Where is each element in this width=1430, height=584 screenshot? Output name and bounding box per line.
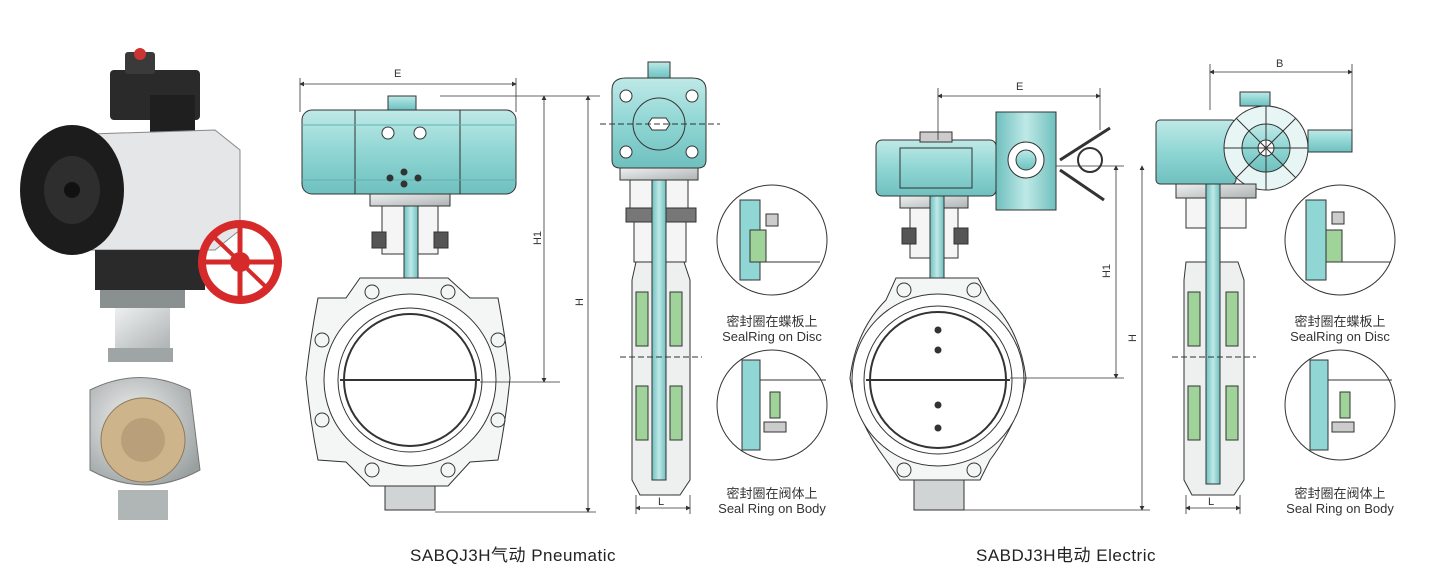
electric-dim-h: H bbox=[1126, 334, 1139, 342]
electric-detail-disc bbox=[1284, 184, 1396, 296]
electric-seal-body-en: Seal Ring on Body bbox=[1286, 501, 1394, 516]
electric-title: SABDJ3H电动 Electric bbox=[976, 546, 1156, 565]
pneumatic-seal-body-en: Seal Ring on Body bbox=[718, 501, 826, 516]
pneumatic-dim-l: L bbox=[658, 496, 665, 508]
electric-dim-h1: H1 bbox=[1101, 263, 1114, 279]
pneumatic-dimensions bbox=[299, 78, 600, 513]
electric-valve-body bbox=[849, 277, 1027, 511]
pneumatic-seal-body-cn: 密封圈在阀体上 bbox=[726, 486, 818, 501]
pneumatic-detail-body bbox=[716, 349, 828, 461]
electric-dimensions bbox=[937, 64, 1353, 511]
electric-dim-b: B bbox=[1276, 58, 1284, 70]
pneumatic-valve-body bbox=[305, 277, 511, 511]
pneumatic-dim-h1: H1 bbox=[532, 230, 545, 246]
electric-seal-disc-cn: 密封圈在蝶板上 bbox=[1294, 314, 1386, 329]
pneumatic-seal-disc-cn: 密封圈在蝶板上 bbox=[726, 314, 818, 329]
pneumatic-seal-disc-en: SealRing on Disc bbox=[722, 329, 822, 344]
electric-side-view bbox=[1155, 91, 1353, 514]
pneumatic-dim-h: H bbox=[573, 298, 586, 306]
pneumatic-dim-e: E bbox=[394, 68, 402, 80]
pneumatic-side-view bbox=[600, 61, 720, 514]
valve-photo-icon bbox=[20, 48, 282, 520]
electric-detail-body bbox=[1284, 349, 1396, 461]
electric-seal-disc-en: SealRing on Disc bbox=[1290, 329, 1390, 344]
pneumatic-title: SABQJ3H气动 Pneumatic bbox=[410, 546, 617, 565]
pneumatic-detail-disc bbox=[716, 184, 828, 296]
electric-dim-l: L bbox=[1208, 496, 1215, 508]
electric-dim-e: E bbox=[1016, 81, 1024, 93]
electric-seal-body-cn: 密封圈在阀体上 bbox=[1294, 486, 1386, 501]
